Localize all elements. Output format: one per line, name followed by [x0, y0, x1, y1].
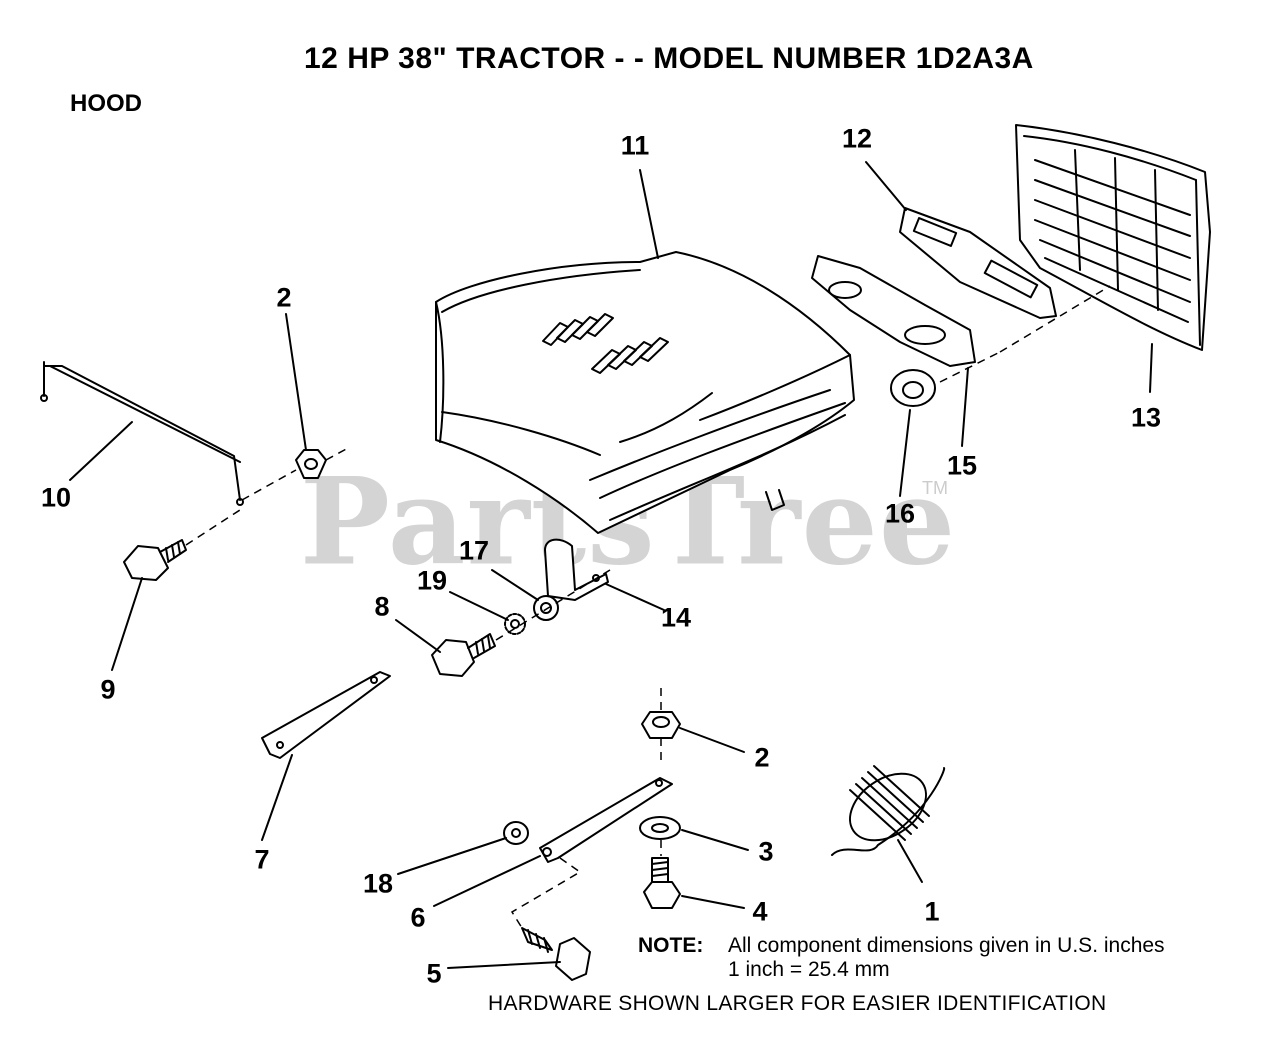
footer-note: HARDWARE SHOWN LARGER FOR EASIER IDENTIF…: [488, 992, 1107, 1015]
callout-2-upper: 2: [276, 282, 292, 313]
link-bracket-part-6: [540, 778, 672, 862]
nut-part-2-lower: [642, 712, 680, 738]
leader-19: [450, 592, 508, 620]
bolt-part-5: [522, 928, 590, 980]
grille-insert-part-12: [900, 208, 1056, 318]
bolt-part-4: [644, 858, 680, 908]
callout-19: 19: [416, 565, 448, 596]
washer-part-18: [504, 822, 528, 844]
leader-16: [900, 410, 910, 496]
washer-part-17: [534, 596, 558, 620]
bolt-part-9: [124, 540, 186, 580]
spring-part-1: [832, 760, 944, 855]
nut-part-2-upper: [296, 450, 326, 478]
callout-7: 7: [254, 844, 270, 875]
callout-2-lower: 2: [754, 742, 770, 773]
support-bracket-part-7: [262, 672, 390, 758]
note-line-2: 1 inch = 25.4 mm: [728, 958, 890, 981]
callout-8: 8: [374, 591, 390, 622]
leader-5: [448, 962, 560, 968]
leader-3: [682, 830, 748, 850]
leader-10: [70, 422, 132, 480]
leader-11: [640, 170, 658, 258]
callout-9: 9: [100, 674, 116, 705]
leader-15: [962, 368, 968, 446]
leader-14: [606, 584, 664, 610]
hinge-bracket-part-14: [545, 540, 608, 600]
bolt-part-8: [432, 634, 495, 676]
leader-9: [112, 578, 142, 670]
callout-15: 15: [946, 450, 978, 481]
callout-5: 5: [426, 958, 442, 989]
leader-17: [492, 570, 538, 600]
watermark-trademark: TM: [922, 478, 948, 498]
leader-6: [434, 856, 540, 906]
hood-rod-part-10: [41, 362, 243, 505]
leader-2-lower: [680, 728, 744, 752]
callout-4: 4: [752, 896, 768, 927]
leader-2-upper: [286, 314, 306, 450]
callout-14: 14: [660, 602, 692, 633]
note-heading: NOTE:: [638, 934, 704, 957]
callout-12: 12: [841, 123, 873, 154]
leader-7: [262, 755, 292, 840]
callout-17: 17: [458, 535, 490, 566]
leader-13: [1150, 344, 1152, 392]
callout-3: 3: [758, 836, 774, 867]
hood-part-11: [436, 252, 854, 533]
leader-18: [398, 838, 506, 874]
callout-11: 11: [620, 130, 650, 161]
callout-13: 13: [1130, 402, 1162, 433]
leader-12: [866, 162, 906, 210]
note-line-1: All component dimensions given in U.S. i…: [728, 934, 1165, 957]
callout-6: 6: [410, 902, 426, 933]
callout-1: 1: [924, 896, 940, 927]
callout-18: 18: [362, 868, 394, 899]
lock-washer-part-19: [505, 614, 525, 634]
grille-bracket-part-15: [812, 256, 975, 366]
callout-16: 16: [884, 498, 916, 529]
leader-1: [898, 840, 922, 882]
grille-part-13: [1016, 125, 1210, 350]
leader-4: [682, 896, 744, 908]
leader-8: [396, 620, 440, 652]
callout-10: 10: [40, 482, 72, 513]
section-heading: HOOD: [70, 90, 142, 117]
bushing-part-16: [891, 370, 935, 406]
washer-part-3: [640, 817, 680, 839]
diagram-title: 12 HP 38" TRACTOR - - MODEL NUMBER 1D2A3…: [304, 42, 1034, 75]
